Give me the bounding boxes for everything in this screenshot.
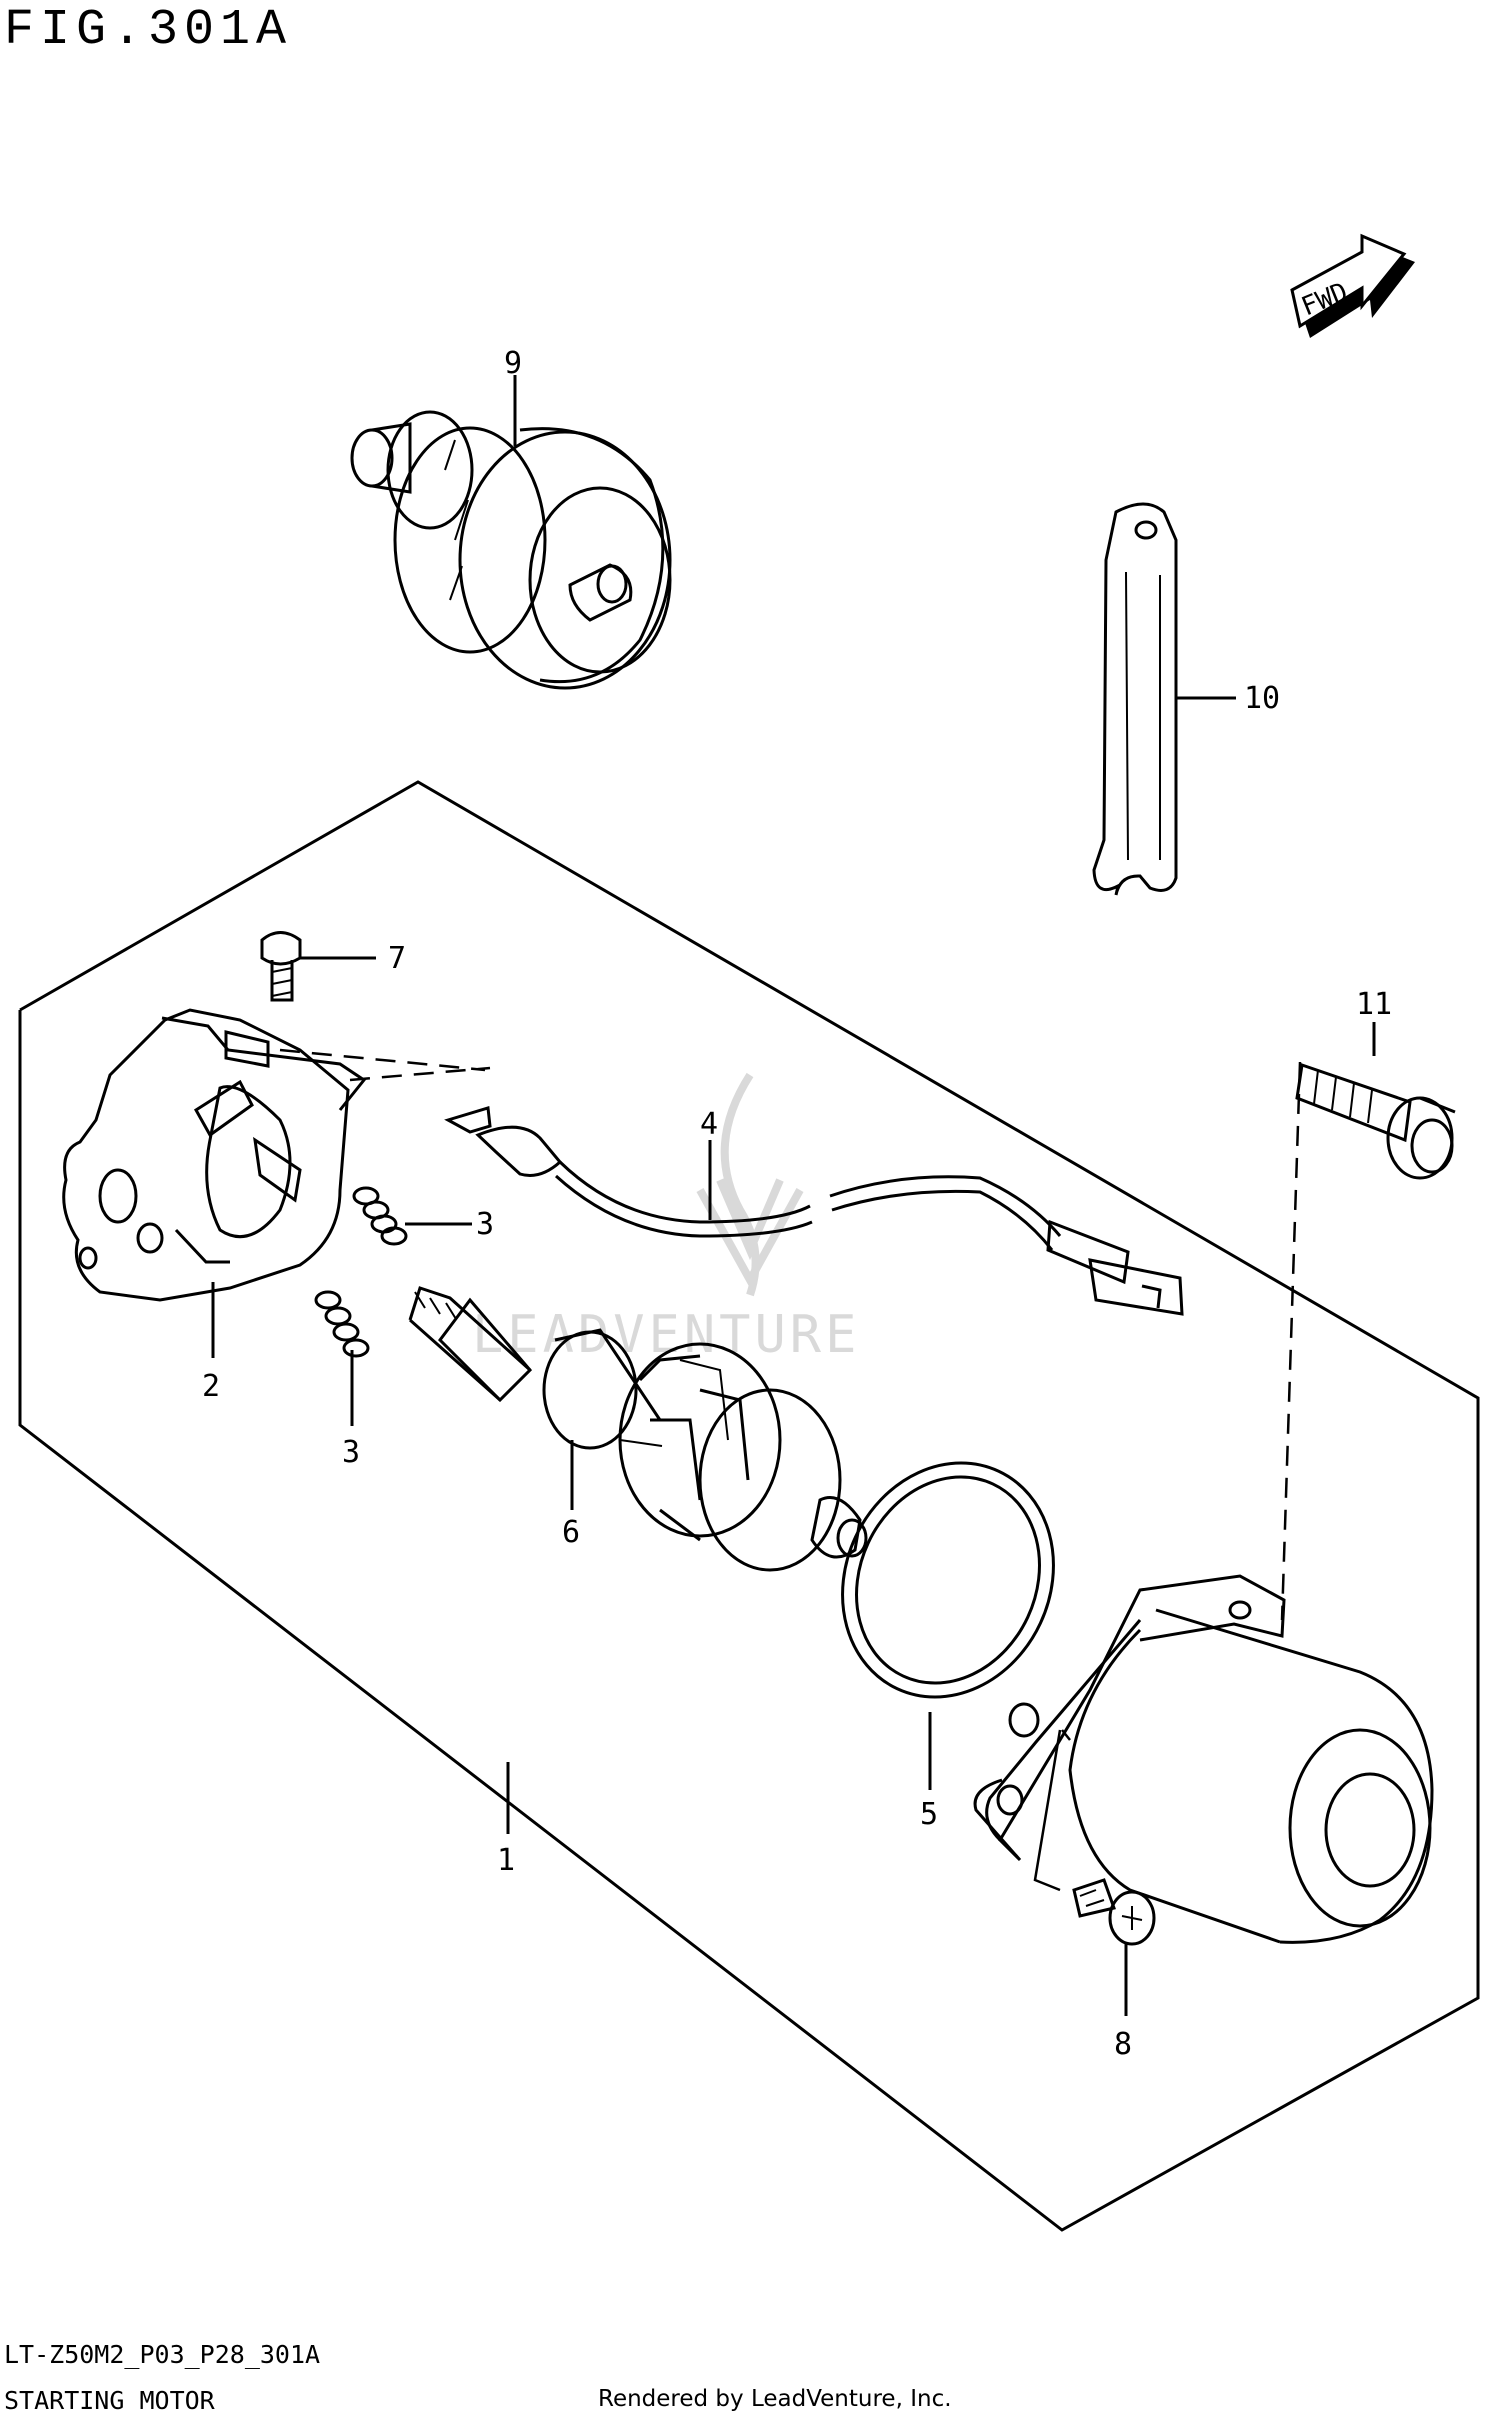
part-7-screw <box>260 931 302 1002</box>
part-6-armature <box>408 1286 868 1572</box>
render-credit: Rendered by LeadVenture, Inc. <box>598 2386 952 2412</box>
callout-1: 1 <box>497 1843 515 1878</box>
assembly-outline <box>18 780 1480 2232</box>
callout-7: 7 <box>388 941 406 976</box>
diagram-code: LT-Z50M2_P03_P28_301A <box>4 2340 321 2369</box>
watermark-logo-icon <box>696 1072 804 1297</box>
part-5-o-ring <box>841 1461 1055 1699</box>
part-2-end-cover <box>62 1008 367 1302</box>
callout-10: 10 <box>1244 681 1280 716</box>
part-3-spring-lower <box>314 1290 370 1358</box>
callout-3b: 3 <box>342 1435 360 1470</box>
leader-lines <box>211 375 1376 2016</box>
callout-3a: 3 <box>476 1207 494 1242</box>
callout-labels: 9 10 11 7 2 3 3 4 6 5 1 8 <box>202 346 1392 2062</box>
part-9-starter-clutch <box>350 410 672 690</box>
fig-title: FIG.301A <box>4 2 293 59</box>
callout-6: 6 <box>562 1515 580 1550</box>
part-8-screw <box>1033 1729 1156 1946</box>
diagram-caption: STARTING MOTOR <box>4 2386 215 2415</box>
callout-2: 2 <box>202 1369 220 1404</box>
callout-9: 9 <box>504 346 522 381</box>
callout-11: 11 <box>1356 987 1392 1022</box>
part-1-motor-housing <box>973 1574 1434 1944</box>
part-10-bracket <box>1092 502 1178 896</box>
callout-5: 5 <box>920 1797 938 1832</box>
fwd-arrow-icon: FWD <box>1290 233 1415 338</box>
part-11-bolt <box>1295 1062 1456 1180</box>
callout-4: 4 <box>700 1107 718 1142</box>
part-3-spring-upper <box>352 1186 408 1246</box>
watermark-text: LEADVENTURE <box>472 1305 860 1365</box>
dashed-leader-lines <box>279 1048 1302 1621</box>
part-4-lead-wire <box>444 1106 1184 1316</box>
callout-8: 8 <box>1114 2027 1132 2062</box>
